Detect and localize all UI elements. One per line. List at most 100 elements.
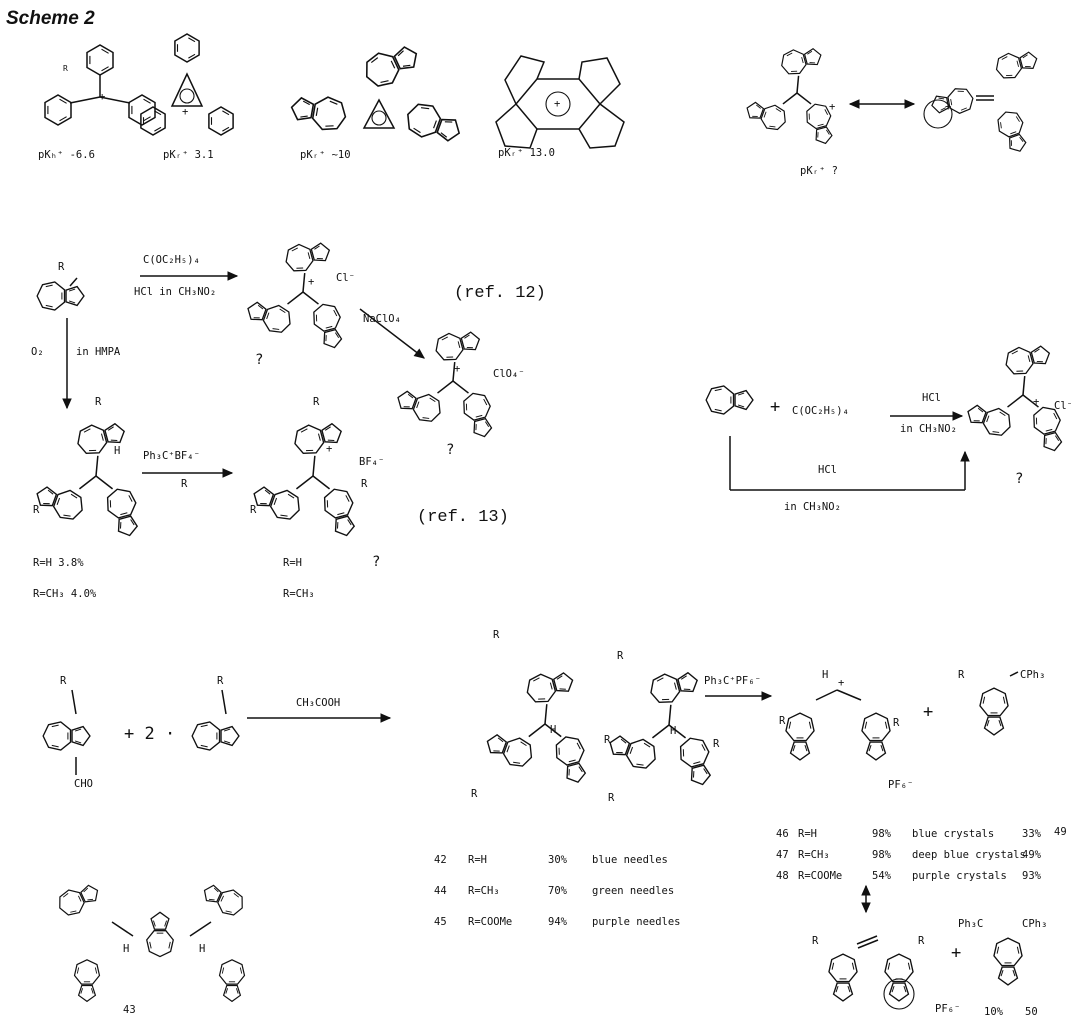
double-bond (1053, 412, 1058, 420)
product-number: 45 (434, 916, 447, 928)
seven-membered-ring (435, 332, 464, 361)
azulene-right-reactant (705, 385, 754, 415)
five-membered-ring (77, 984, 97, 1003)
central-bond (452, 380, 469, 394)
product-substituent: R=COOMe (798, 870, 842, 882)
double-bond (1000, 969, 1004, 977)
compound-49-cph3: CPh₃ (1020, 669, 1045, 681)
double-bond (45, 304, 53, 308)
compound-43-label: 43 (123, 1004, 136, 1016)
right-orthoformate: C(OC₂H₅)₄ (792, 405, 849, 417)
double-bond (59, 116, 67, 122)
azulenyl-top (526, 672, 574, 703)
triphenylmethyl-cation (44, 44, 156, 126)
trityl-tetrafluoroborate: Ph₃C⁺BF₄⁻ (143, 450, 200, 462)
compound-43-right-hydrogen: H (199, 943, 205, 955)
double-bond (576, 742, 581, 750)
double-bond (78, 895, 82, 902)
double-bond (475, 414, 483, 418)
bond (69, 96, 101, 104)
seven-membered-ring (947, 88, 974, 114)
double-bond (887, 962, 891, 970)
substituent-bond (221, 689, 227, 715)
double-bond (880, 744, 884, 752)
double-bond (1012, 969, 1016, 977)
chloride-cation-charge: + (308, 276, 314, 288)
five-membered-ring (865, 741, 887, 761)
central-bond (287, 291, 304, 305)
resonance-charge: + (945, 101, 951, 113)
double-bond (416, 401, 420, 409)
azulenyl-left (828, 953, 858, 1002)
bond (815, 689, 838, 701)
perchlorate-cation (397, 331, 493, 438)
product-description: deep blue crystals (912, 849, 1026, 861)
seven-membered-ring (705, 385, 735, 415)
table-row: 46 R=H 98% blue crystals 33% (776, 828, 1042, 840)
double-bond (291, 247, 298, 252)
cation-circle (545, 91, 571, 117)
cation-r-right: R (361, 478, 368, 490)
central-bond (782, 92, 798, 105)
arrow-head (413, 348, 425, 359)
seven-membered-ring (993, 937, 1023, 967)
double-bond (213, 887, 219, 893)
double-bond (403, 406, 410, 408)
product-yield: 94% (548, 916, 568, 928)
tri-azulenyl-r-right: R (181, 478, 188, 490)
double-bond (1019, 136, 1024, 142)
five-membered-ring (150, 911, 170, 930)
double-bond (556, 675, 563, 680)
azulenyl-left (967, 404, 1011, 436)
five-membered-ring (460, 331, 481, 351)
table-row: 47 R=CH₃ 98% deep blue crystals 49% (776, 849, 1042, 861)
double-bond (692, 771, 695, 778)
seven-membered-ring (106, 488, 137, 519)
compound-49-azulene (979, 687, 1009, 736)
cyclopropenyl-pk-label: pKᵣ⁺ 3.1 (163, 149, 214, 161)
central-bond (668, 704, 672, 726)
seven-membered-ring (806, 103, 832, 130)
arrow-head (952, 411, 964, 421)
right-chloride-cation (967, 345, 1063, 452)
double-bond (682, 749, 685, 757)
double-bond (429, 397, 436, 403)
central-bond (437, 380, 454, 394)
condensation-r-left: R (471, 788, 478, 800)
double-bond (253, 317, 260, 319)
double-bond (493, 750, 500, 752)
double-bond (1016, 370, 1024, 372)
double-bond (1036, 360, 1043, 363)
product-yield: 30% (548, 854, 568, 866)
compound-49-r: R (958, 669, 965, 681)
five-membered-ring (104, 422, 126, 444)
double-bond (420, 107, 430, 110)
cation-circle (371, 110, 387, 126)
double-bond (693, 761, 701, 765)
seven-membered-ring (73, 959, 101, 985)
seven-membered-ring (650, 673, 681, 704)
double-bond (47, 489, 54, 495)
azulenecarbaldehyde (42, 721, 91, 751)
hydride-donor (609, 671, 712, 786)
seven-membered-ring (407, 103, 442, 138)
double-bond (266, 312, 270, 320)
cyclopropenyl-charge: + (182, 106, 188, 118)
double-bond (154, 110, 162, 116)
double-bond (817, 123, 824, 127)
double-bond (1035, 417, 1038, 425)
double-bond (714, 388, 722, 392)
central-bond (1022, 376, 1026, 396)
double-bond (457, 341, 461, 349)
double-bond (824, 109, 829, 115)
seven-membered-ring (311, 96, 347, 131)
bicyclic-charge: + (554, 98, 560, 110)
double-bond (164, 920, 167, 927)
double-bond (483, 398, 488, 406)
double-bond (938, 97, 945, 100)
double-bond (804, 744, 808, 752)
bottom-route-acid: HCl (818, 464, 837, 476)
double-bond (329, 100, 338, 105)
arrow-head (62, 398, 72, 410)
double-bond (786, 52, 793, 57)
